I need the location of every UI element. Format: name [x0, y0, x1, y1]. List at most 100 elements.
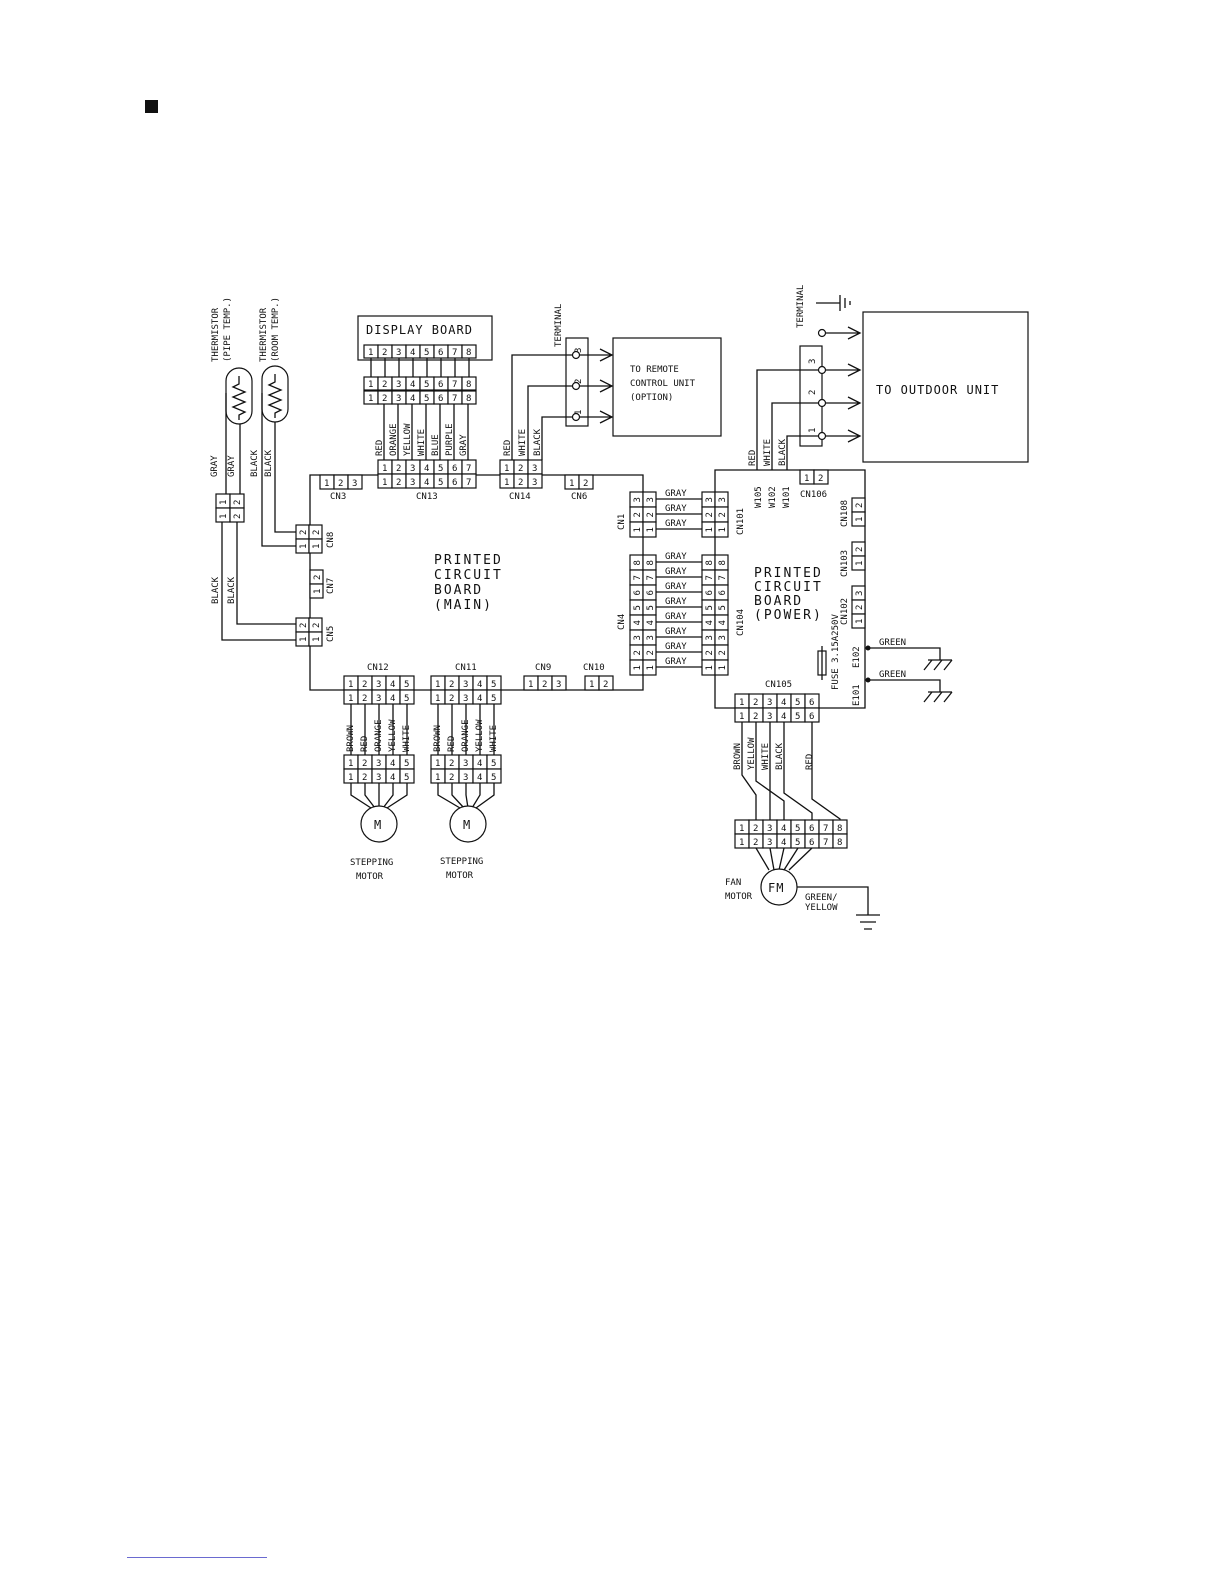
- room-wire-black-2: BLACK: [264, 449, 274, 477]
- svg-text:WHITE: WHITE: [402, 725, 412, 752]
- svg-text:6: 6: [809, 712, 814, 722]
- svg-text:1: 1: [739, 838, 744, 848]
- svg-text:3: 3: [646, 635, 656, 640]
- pcb-power-label-4: (POWER): [754, 608, 823, 623]
- connector-cn102: 321: [851, 585, 866, 629]
- svg-text:1: 1: [574, 410, 584, 415]
- outdoor-terminal: TERMINAL 3 2 1 TO OUTDOOR UNIT RED WHITE…: [748, 285, 1029, 508]
- fuse: FUSE 3.15A250V: [817, 614, 841, 690]
- stepping-motor-1-label-2: MOTOR: [356, 872, 384, 882]
- svg-text:2: 2: [583, 479, 588, 489]
- stepping-motor-2-label-2: MOTOR: [446, 871, 474, 881]
- outdoor-unit-box: [862, 311, 1029, 463]
- svg-text:3: 3: [463, 773, 468, 783]
- svg-text:1: 1: [368, 380, 373, 390]
- svg-text:2: 2: [362, 680, 367, 690]
- svg-text:7: 7: [823, 838, 828, 848]
- svg-text:4: 4: [781, 698, 786, 708]
- thermistor-pipe-label-2: (PIPE TEMP.): [223, 297, 233, 362]
- svg-text:6: 6: [718, 590, 728, 595]
- svg-text:1: 1: [739, 824, 744, 834]
- svg-text:ORANGE: ORANGE: [389, 423, 399, 456]
- svg-text:3: 3: [718, 635, 728, 640]
- svg-text:2: 2: [633, 650, 643, 655]
- svg-text:GRAY: GRAY: [665, 597, 687, 607]
- pipe-wire-gray-1: GRAY: [210, 455, 220, 477]
- svg-text:1: 1: [855, 619, 865, 624]
- svg-text:5: 5: [491, 773, 496, 783]
- svg-text:1: 1: [382, 464, 387, 474]
- svg-text:2: 2: [603, 680, 608, 690]
- svg-text:4: 4: [477, 680, 482, 690]
- svg-text:2: 2: [362, 773, 367, 783]
- connector-cn108: 21: [851, 497, 866, 527]
- stepping-motor-1-label-1: STEPPING: [350, 858, 393, 868]
- remote-label-3: (OPTION): [630, 393, 673, 403]
- svg-text:GRAY: GRAY: [665, 567, 687, 577]
- svg-text:RED: RED: [805, 754, 815, 770]
- svg-text:2: 2: [362, 759, 367, 769]
- remote-wire-black: BLACK: [533, 428, 543, 456]
- thermistor-pipe-label-1: THERMISTOR: [211, 307, 221, 362]
- pcb-power: PRINTED CIRCUIT BOARD (POWER): [714, 469, 866, 709]
- svg-text:1: 1: [382, 478, 387, 488]
- svg-text:1: 1: [855, 517, 865, 522]
- svg-text:2: 2: [646, 512, 656, 517]
- svg-text:5: 5: [404, 694, 409, 704]
- svg-text:7: 7: [452, 394, 457, 404]
- svg-text:2: 2: [705, 512, 715, 517]
- w102-label: W102: [768, 486, 778, 508]
- svg-text:1: 1: [312, 637, 322, 642]
- thermistor-room: THERMISTOR (ROOM TEMP.) BLACK BLACK: [250, 297, 296, 547]
- pcb-main-label-1: PRINTED: [434, 553, 503, 568]
- outdoor-unit-label: TO OUTDOOR UNIT: [876, 383, 999, 397]
- pcb-power-label-1: PRINTED: [754, 566, 823, 581]
- remote-terminal: 3 2 1 TERMINAL TO REMOTE CONTROL UNIT (O…: [503, 304, 722, 460]
- outdoor-wire-red: RED: [748, 450, 758, 466]
- svg-text:YELLOW: YELLOW: [403, 423, 413, 456]
- svg-text:RED: RED: [375, 440, 385, 456]
- remote-label-2: CONTROL UNIT: [630, 379, 696, 389]
- svg-text:2: 2: [233, 514, 243, 519]
- svg-text:4: 4: [646, 620, 656, 625]
- cn9-label: CN9: [535, 663, 551, 673]
- cn103-label: CN103: [840, 550, 850, 577]
- svg-text:3: 3: [532, 478, 537, 488]
- svg-text:3: 3: [633, 635, 643, 640]
- svg-text:6: 6: [633, 590, 643, 595]
- svg-text:5: 5: [646, 605, 656, 610]
- svg-text:3: 3: [646, 497, 656, 502]
- svg-text:5: 5: [795, 838, 800, 848]
- svg-text:7: 7: [466, 464, 471, 474]
- svg-text:5: 5: [718, 605, 728, 610]
- svg-text:3: 3: [574, 348, 584, 353]
- display-board-label: DISPLAY BOARD: [366, 323, 473, 337]
- cn5-label: CN5: [326, 626, 336, 642]
- svg-text:4: 4: [477, 773, 482, 783]
- svg-text:4: 4: [477, 694, 482, 704]
- svg-text:2: 2: [233, 500, 243, 505]
- svg-text:5: 5: [795, 698, 800, 708]
- svg-text:3: 3: [767, 698, 772, 708]
- cn10-label: CN10: [583, 663, 605, 673]
- svg-text:5: 5: [424, 348, 429, 358]
- svg-text:3: 3: [855, 591, 865, 596]
- svg-text:3: 3: [410, 478, 415, 488]
- svg-text:4: 4: [718, 620, 728, 625]
- svg-text:4: 4: [410, 394, 415, 404]
- cn3-label: CN3: [330, 492, 346, 502]
- svg-text:2: 2: [449, 773, 454, 783]
- svg-text:RED: RED: [360, 736, 370, 752]
- svg-text:3: 3: [705, 635, 715, 640]
- remote-wire-white: WHITE: [518, 429, 528, 456]
- svg-text:7: 7: [646, 575, 656, 580]
- svg-text:7: 7: [466, 478, 471, 488]
